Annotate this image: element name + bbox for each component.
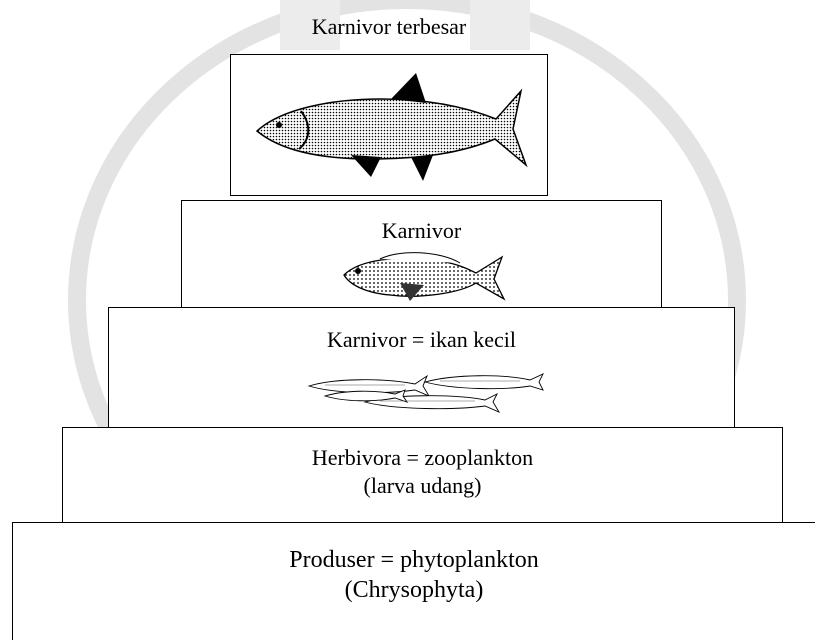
producer-label: Produser = phytoplankton: [13, 545, 815, 575]
medium-fish-icon: [340, 249, 510, 305]
top-carnivore-label: Karnivor terbesar: [230, 14, 548, 40]
herbivore-sublabel: (larva udang): [63, 472, 782, 500]
large-fish-icon: [251, 69, 531, 181]
pyramid-level-small-carnivore: Karnivor = ikan kecil: [108, 307, 735, 430]
small-carnivore-label: Karnivor = ikan kecil: [109, 326, 734, 354]
pyramid-level-producer: Produser = phytoplankton (Chrysophyta): [12, 522, 815, 640]
carnivore-label: Karnivor: [182, 217, 661, 245]
herbivore-label: Herbivora = zooplankton: [63, 444, 782, 472]
producer-sublabel: (Chrysophyta): [13, 575, 815, 605]
pyramid-level-top-carnivore: [230, 54, 548, 196]
small-fish-school-icon: [305, 368, 545, 418]
pyramid-level-herbivore: Herbivora = zooplankton (larva udang): [62, 427, 783, 523]
pyramid-level-carnivore: Karnivor: [181, 200, 662, 310]
